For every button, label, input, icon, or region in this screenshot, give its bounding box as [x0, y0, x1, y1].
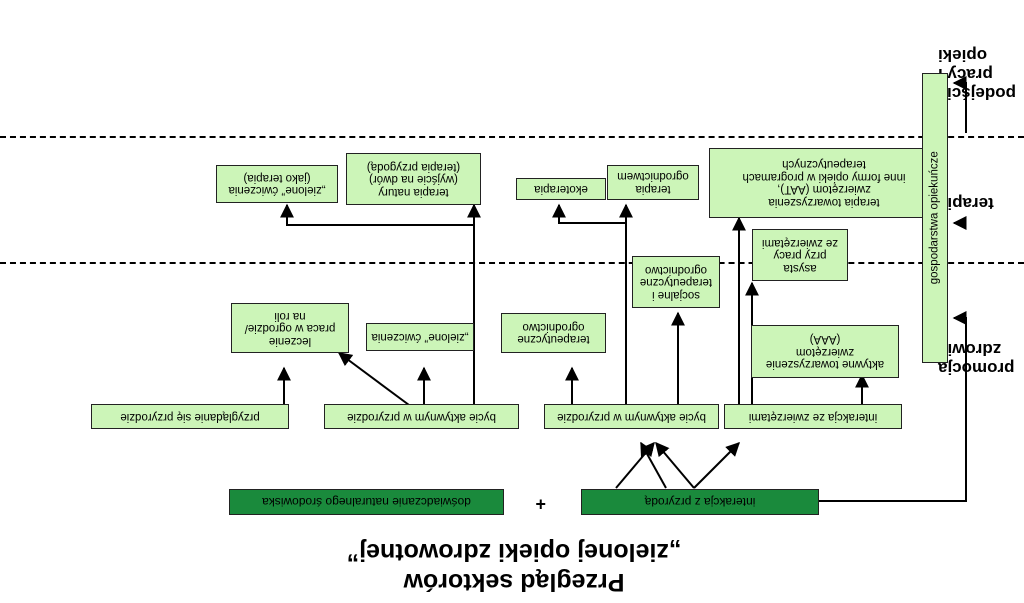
arrow-interaction-to-animals — [693, 442, 740, 489]
level2-animal-interaction: interakcja ze zwierzętami — [724, 404, 902, 429]
level2-active-in-nature-a: bycie aktywnym w przyrodzie — [324, 404, 519, 429]
therapy-animal-assisted: terapia towarzyszenia zwierzętom (AAT), … — [709, 148, 939, 218]
level2-active-in-nature-b: bycie aktywnym w przyrodzie — [544, 404, 719, 429]
promo-social-gardening: socjalne i terapeutyczne ogrodnictwo — [632, 256, 720, 308]
promo-therapeutic-gardening: terapeutyczne ogrodnictwo — [501, 313, 606, 353]
therapy-garden: terapia ogrodnictwem — [607, 165, 699, 200]
therapy-green-exercise: „zielone” ćwiczenia (jako terapia) — [216, 165, 338, 203]
plus-sign: + — [535, 494, 546, 514]
arrow-experience-to-active — [615, 441, 655, 489]
root-nature-interaction: interakcja z przyrodą — [581, 489, 819, 515]
approach-care-farms-label: gospodarstwa opiekuńcze — [928, 151, 941, 285]
arrow-root-to-care-farms — [819, 311, 967, 502]
root-nature-experience: doświadczanie naturalnego środowiska — [229, 489, 504, 515]
approach-care-farms: gospodarstwa opiekuńcze — [922, 73, 948, 363]
promo-active-animal-company: aktywne towarzyszenie zwierzętom (AAA) — [751, 325, 899, 378]
promo-animal-assisted-work: asysta przy pracy ze zwierzętami — [752, 229, 848, 281]
therapy-wilderness: terapia natury (wyjście na dwór) (terapi… — [346, 153, 481, 205]
connector-gardening-to-eco — [552, 203, 626, 224]
arrow-interaction-to-active — [640, 441, 667, 489]
arrow-active-to-treatment — [337, 352, 410, 406]
therapy-ecotherapy: ekoterapia — [516, 178, 606, 200]
connector-therapy-to-green-ex — [280, 203, 474, 226]
level2-looking-at-nature: przyglądanie się przyrodzie — [91, 404, 289, 429]
promo-green-exercise: „zielone” ćwiczenia — [366, 323, 474, 351]
arrow-experience-to-looking — [655, 441, 695, 489]
connector-care-farm-2 — [952, 76, 967, 133]
promo-treatment: leczenie praca w ogrodzie/ na roli — [231, 303, 349, 353]
